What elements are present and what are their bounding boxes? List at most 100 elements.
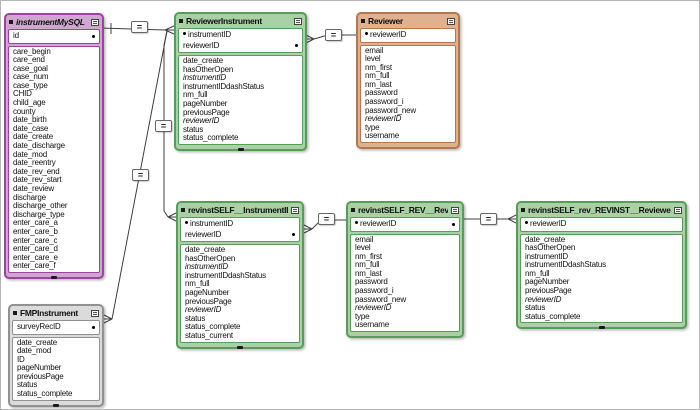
table-header[interactable]: revinstSELF_REV__ReviewerID <box>350 203 460 217</box>
body-field-date_mod[interactable]: date_mod <box>12 151 96 160</box>
key-field-reviewerID[interactable]: reviewerID <box>364 30 452 41</box>
body-field-enter_care_f[interactable]: enter_care_f <box>12 262 96 271</box>
key-field-reviewerID[interactable]: reviewerID <box>354 219 456 230</box>
body-field-instrumentIDdashStatus[interactable]: instrumentIDdashStatus <box>184 272 296 281</box>
body-field-previousPage[interactable]: previousPage <box>16 373 96 382</box>
body-field-previousPage[interactable]: previousPage <box>184 298 296 307</box>
body-field-level[interactable]: level <box>364 55 452 64</box>
more-fields-indicator[interactable] <box>598 326 605 330</box>
body-field-nm_last[interactable]: nm_last <box>364 81 452 90</box>
collapse-table-icon[interactable] <box>294 17 302 25</box>
body-field-instrumentIDdashStatus[interactable]: instrumentIDdashStatus <box>182 83 299 92</box>
body-field-reviewerID[interactable]: reviewerID <box>354 304 456 313</box>
table-header[interactable]: FMPInstrument <box>12 306 100 320</box>
relationship-operator[interactable]: = <box>155 120 172 132</box>
body-field-email[interactable]: email <box>364 47 452 56</box>
body-field-previousPage[interactable]: previousPage <box>182 109 299 118</box>
body-field-county[interactable]: county <box>12 108 96 117</box>
body-field-instrumentID[interactable]: instrumentID <box>184 263 296 272</box>
body-field-type[interactable]: type <box>354 313 456 322</box>
body-field-password_i[interactable]: password_i <box>364 98 452 107</box>
body-field-date_reentry[interactable]: date_reentry <box>12 159 96 168</box>
body-field-status_complete[interactable]: status_complete <box>16 390 96 399</box>
body-field-enter_care_c[interactable]: enter_care_c <box>12 237 96 246</box>
body-field-status_complete[interactable]: status_complete <box>184 323 296 332</box>
body-field-email[interactable]: email <box>354 236 456 245</box>
body-field-status_current[interactable]: status_current <box>184 332 296 341</box>
body-field-case_type[interactable]: case_type <box>12 82 96 91</box>
table-header[interactable]: instrumentMySQL <box>8 15 100 29</box>
body-field-reviewerID[interactable]: reviewerID <box>524 296 679 305</box>
collapse-table-icon[interactable] <box>291 206 299 214</box>
body-field-ID[interactable]: ID <box>16 356 96 365</box>
body-field-enter_care_b[interactable]: enter_care_b <box>12 228 96 237</box>
table-revinstSELF_REV__ReviewerID[interactable]: revinstSELF_REV__ReviewerID reviewerID ema… <box>346 201 464 339</box>
body-field-reviewerID[interactable]: reviewerID <box>184 306 296 315</box>
key-field-reviewerID[interactable]: reviewerID <box>524 219 679 230</box>
body-field-status_complete[interactable]: status_complete <box>182 134 299 143</box>
body-field-instrumentID[interactable]: instrumentID <box>182 74 299 83</box>
table-header[interactable]: revinstSELF_rev_REVINST__ReviewerID <box>520 203 683 217</box>
body-field-nm_full[interactable]: nm_full <box>364 72 452 81</box>
body-field-date_review[interactable]: date_review <box>12 185 96 194</box>
body-field-password_i[interactable]: password_i <box>354 287 456 296</box>
body-field-date_discharge[interactable]: date_discharge <box>12 142 96 151</box>
more-fields-indicator[interactable] <box>237 147 244 151</box>
body-field-hasOtherOpen[interactable]: hasOtherOpen <box>182 66 299 75</box>
relationship-operator[interactable]: = <box>318 213 335 225</box>
body-field-pageNumber[interactable]: pageNumber <box>524 278 679 287</box>
body-field-date_create[interactable]: date_create <box>16 339 96 348</box>
collapse-table-icon[interactable] <box>447 17 455 25</box>
body-field-enter_care_a[interactable]: enter_care_a <box>12 219 96 228</box>
body-field-instrumentID[interactable]: instrumentID <box>524 253 679 262</box>
relationship-operator[interactable]: = <box>325 29 342 41</box>
body-field-username[interactable]: username <box>364 132 452 141</box>
body-field-date_mod[interactable]: date_mod <box>16 347 96 356</box>
body-field-case_num[interactable]: case_num <box>12 73 96 82</box>
body-field-care_end[interactable]: care_end <box>12 56 96 65</box>
more-fields-indicator[interactable] <box>237 345 243 349</box>
body-field-password[interactable]: password <box>364 89 452 98</box>
collapse-table-icon[interactable] <box>674 206 682 214</box>
body-field-nm_first[interactable]: nm_first <box>364 64 452 73</box>
collapse-table-icon[interactable] <box>91 18 99 26</box>
body-field-pageNumber[interactable]: pageNumber <box>16 364 96 373</box>
body-field-date_birth[interactable]: date_birth <box>12 116 96 125</box>
collapse-table-icon[interactable] <box>91 309 99 317</box>
body-field-status[interactable]: status <box>182 126 299 135</box>
relationship-operator[interactable]: = <box>132 169 149 181</box>
body-field-level[interactable]: level <box>354 244 456 253</box>
body-field-CHID[interactable]: CHID <box>12 90 96 99</box>
key-field-reviewerID[interactable]: reviewerID <box>184 230 296 241</box>
body-field-reviewerID[interactable]: reviewerID <box>364 115 452 124</box>
body-field-status[interactable]: status <box>16 381 96 390</box>
body-field-instrumentIDdashStatus[interactable]: instrumentIDdashStatus <box>524 261 679 270</box>
body-field-password[interactable]: password <box>354 278 456 287</box>
body-field-date_rev_end[interactable]: date_rev_end <box>12 168 96 177</box>
body-field-nm_first[interactable]: nm_first <box>354 253 456 262</box>
body-field-enter_care_d[interactable]: enter_care_d <box>12 245 96 254</box>
body-field-date_rev_start[interactable]: date_rev_start <box>12 176 96 185</box>
body-field-username[interactable]: username <box>354 321 456 330</box>
body-field-type[interactable]: type <box>364 124 452 133</box>
body-field-previousPage[interactable]: previousPage <box>524 287 679 296</box>
key-field-reviewerID[interactable]: reviewerID <box>182 41 299 52</box>
body-field-pageNumber[interactable]: pageNumber <box>184 289 296 298</box>
body-field-password_new[interactable]: password_new <box>354 296 456 305</box>
body-field-child_age[interactable]: child_age <box>12 99 96 108</box>
body-field-status_complete[interactable]: status_complete <box>524 313 679 322</box>
relationship-operator[interactable]: = <box>480 213 497 225</box>
table-header[interactable]: Reviewer <box>360 14 456 28</box>
body-field-nm_full[interactable]: nm_full <box>182 91 299 100</box>
body-field-date_create[interactable]: date_create <box>12 133 96 142</box>
body-field-nm_full[interactable]: nm_full <box>184 280 296 289</box>
body-field-care_begin[interactable]: care_begin <box>12 48 96 57</box>
body-field-status[interactable]: status <box>524 304 679 313</box>
body-field-discharge_other[interactable]: discharge_other <box>12 202 96 211</box>
key-field-instrumentID[interactable]: instrumentID <box>182 30 299 41</box>
